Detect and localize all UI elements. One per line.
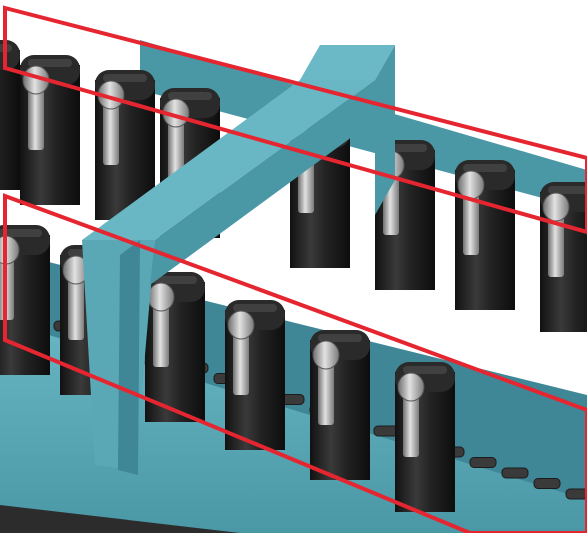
battery-cell — [540, 182, 587, 332]
front-row-highlight-box — [3, 193, 587, 533]
gantry-post — [82, 45, 395, 475]
chain-link — [469, 457, 497, 468]
cell-terminal — [62, 255, 90, 340]
cell-terminal — [97, 80, 125, 165]
battery-cell — [0, 225, 50, 375]
battery-cell — [455, 160, 515, 310]
battery-cell-row — [0, 40, 587, 512]
cell-terminal — [312, 340, 340, 425]
battery-cell — [20, 55, 80, 205]
battery-cell — [225, 300, 285, 450]
battery-cell — [145, 272, 205, 422]
chain-link — [501, 467, 529, 479]
battery-cell — [310, 330, 370, 480]
back-row-highlight-box — [3, 5, 587, 235]
chain-link — [533, 478, 561, 489]
highlight-boxes — [3, 5, 587, 533]
chain-link — [565, 488, 587, 500]
cell-terminal — [227, 310, 255, 395]
cell-terminal — [397, 372, 425, 457]
battery-cell — [95, 70, 155, 220]
cell-terminal — [147, 282, 175, 367]
battery-cell — [395, 362, 455, 512]
